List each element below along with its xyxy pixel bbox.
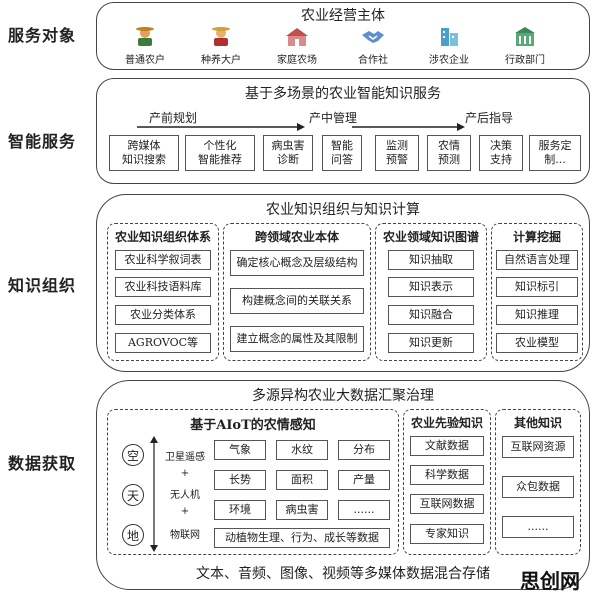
knowledge-org-panel: 农业知识组织与知识计算 农业知识组织体系 农业科学叙词表 农业科技语料库 农业分… — [96, 194, 590, 372]
source-plus: + — [180, 506, 190, 517]
other-title: 其他知识 — [513, 416, 562, 430]
entity-family-farm: 家庭农场 — [262, 25, 332, 67]
service-box: 跨媒体 知识搜索 — [109, 135, 179, 171]
other-item: ...... — [502, 516, 574, 538]
knowledge-item: 确定核心概念及层级结构 — [230, 250, 364, 276]
smart-service-panel: 基于多场景的农业智能知识服务 产前规划 产中管理 产后指导 跨媒体 知识搜索 个… — [96, 78, 590, 184]
prior-knowledge-block: 农业先验知识 文献数据 科学数据 互联网数据 专家知识 — [403, 409, 491, 555]
tier-sky: 空 — [122, 444, 144, 466]
knowledge-item: 农业科技语料库 — [115, 277, 211, 297]
entity-label: 普通农户 — [125, 55, 165, 66]
service-target-title: 农业经营主体 — [301, 8, 385, 24]
service-box: 农情 预测 — [427, 135, 471, 171]
knowledge-item: 建立概念的属性及其限制 — [230, 326, 364, 352]
source-iot: 物联网 — [170, 530, 200, 541]
other-item: 互联网资源 — [502, 436, 574, 458]
big-farmer-icon — [212, 27, 230, 46]
knowledge-item: 知识抽取 — [388, 250, 474, 270]
perception-item: 长势 — [214, 470, 266, 490]
entity-label: 家庭农场 — [277, 55, 317, 66]
perception-item: 水纹 — [276, 440, 328, 460]
stage-pre: 产前规划 — [149, 111, 198, 125]
perception-item: 产量 — [338, 470, 390, 490]
entity-big-farmer: 种养大户 — [186, 25, 256, 67]
knowledge-item: 农业模型 — [496, 333, 578, 353]
prior-title: 农业先验知识 — [410, 416, 483, 430]
knowledge-item: 构建概念间的关联关系 — [230, 288, 364, 314]
entity-government: 行政部门 — [490, 25, 560, 67]
prior-item: 文献数据 — [410, 436, 484, 456]
aiot-block: 基于AIoT的农情感知 空 天 地 卫星遥感 + 无人机 + 物联网 气象 水纹… — [107, 409, 399, 555]
perception-item: 面积 — [276, 470, 328, 490]
knowledge-col-4: 计算挖掘 自然语言处理 知识标引 知识推理 农业模型 — [491, 223, 583, 361]
enterprise-building-icon — [441, 28, 458, 46]
entity-label: 合作社 — [358, 55, 388, 66]
farmer-icon — [136, 27, 154, 46]
row-label-service-target: 服务对象 — [8, 26, 77, 45]
knowledge-col-1: 农业知识组织体系 农业科学叙词表 农业科技语料库 农业分类体系 AGROVOC等 — [107, 223, 219, 361]
prior-item: 专家知识 — [410, 524, 484, 544]
knowledge-col-3: 农业领域知识图谱 知识抽取 知识表示 知识融合 知识更新 — [375, 223, 487, 361]
source-plus: + — [180, 468, 190, 479]
other-item: 众包数据 — [502, 476, 574, 498]
knowledge-item: 知识推理 — [496, 305, 578, 325]
entity-cooperative: 合作社 — [338, 25, 408, 67]
service-target-panel: 农业经营主体 普通农户 种养大户 家庭农场 合作社 涉农企业 — [96, 2, 590, 70]
knowledge-item: AGROVOC等 — [115, 333, 211, 353]
service-box: 个性化 智能推荐 — [185, 135, 255, 171]
row-label-knowledge-org: 知识组织 — [8, 276, 77, 295]
data-acquisition-title: 多源异构农业大数据汇聚治理 — [252, 388, 434, 404]
watermark-logo: 思创网 — [520, 569, 580, 593]
knowledge-item: 农业分类体系 — [115, 305, 211, 325]
service-box: 决策 支持 — [479, 135, 523, 171]
col-title: 农业领域知识图谱 — [382, 230, 479, 244]
family-farm-icon — [286, 28, 308, 46]
service-box: 病虫害 诊断 — [263, 135, 313, 171]
entity-label: 行政部门 — [505, 55, 545, 66]
handshake-icon — [362, 31, 384, 43]
knowledge-item: 农业科学叙词表 — [115, 250, 211, 270]
perception-item: 病虫害 — [276, 500, 328, 520]
perception-item: 环境 — [214, 500, 266, 520]
prior-item: 互联网数据 — [410, 494, 484, 514]
knowledge-item: 自然语言处理 — [496, 250, 578, 270]
knowledge-item: 知识标引 — [496, 277, 578, 297]
row-label-data-acquisition: 数据获取 — [8, 454, 77, 473]
government-building-icon — [515, 27, 535, 46]
service-box: 智能 问答 — [322, 135, 362, 171]
perception-wide-item: 动植物生理、行为、成长等数据 — [214, 528, 390, 548]
stage-arrows — [137, 123, 465, 131]
entity-label: 涉农企业 — [429, 55, 469, 66]
entity-label: 种养大户 — [201, 55, 241, 66]
entity-enterprise: 涉农企业 — [414, 25, 484, 67]
aiot-title: 基于AIoT的农情感知 — [190, 418, 316, 433]
col-title: 计算挖掘 — [512, 230, 561, 244]
perception-item: 气象 — [214, 440, 266, 460]
row-label-smart-service: 智能服务 — [8, 132, 77, 151]
col-title: 跨领域农业本体 — [254, 230, 339, 244]
other-knowledge-block: 其他知识 互联网资源 众包数据 ...... — [495, 409, 581, 555]
entity-farmer: 普通农户 — [110, 25, 180, 67]
source-drone: 无人机 — [170, 490, 200, 501]
source-satellite: 卫星遥感 — [165, 452, 205, 463]
tier-ground: 地 — [122, 524, 144, 546]
smart-service-title: 基于多场景的农业智能知识服务 — [245, 86, 441, 102]
knowledge-item: 知识融合 — [388, 305, 474, 325]
tier-space: 天 — [122, 484, 144, 506]
vertical-double-arrow — [150, 436, 158, 552]
col-title: 农业知识组织体系 — [114, 230, 211, 244]
knowledge-item: 知识更新 — [388, 333, 474, 353]
perception-item: 分布 — [338, 440, 390, 460]
data-acquisition-footer: 文本、音频、图像、视频等多媒体数据混合存储 — [196, 566, 490, 582]
stage-mid: 产中管理 — [309, 111, 358, 125]
data-acquisition-panel: 多源异构农业大数据汇聚治理 基于AIoT的农情感知 空 天 地 卫星遥感 + 无… — [96, 380, 590, 590]
stage-post: 产后指导 — [465, 111, 514, 125]
perception-item: ...... — [338, 500, 390, 520]
prior-item: 科学数据 — [410, 465, 484, 485]
service-box: 监测 预警 — [375, 135, 419, 171]
knowledge-col-2: 跨领域农业本体 确定核心概念及层级结构 构建概念间的关联关系 建立概念的属性及其… — [223, 223, 371, 361]
knowledge-org-title: 农业知识组织与知识计算 — [266, 202, 420, 218]
knowledge-item: 知识表示 — [388, 277, 474, 297]
service-box: 服务定 制... — [529, 135, 581, 171]
